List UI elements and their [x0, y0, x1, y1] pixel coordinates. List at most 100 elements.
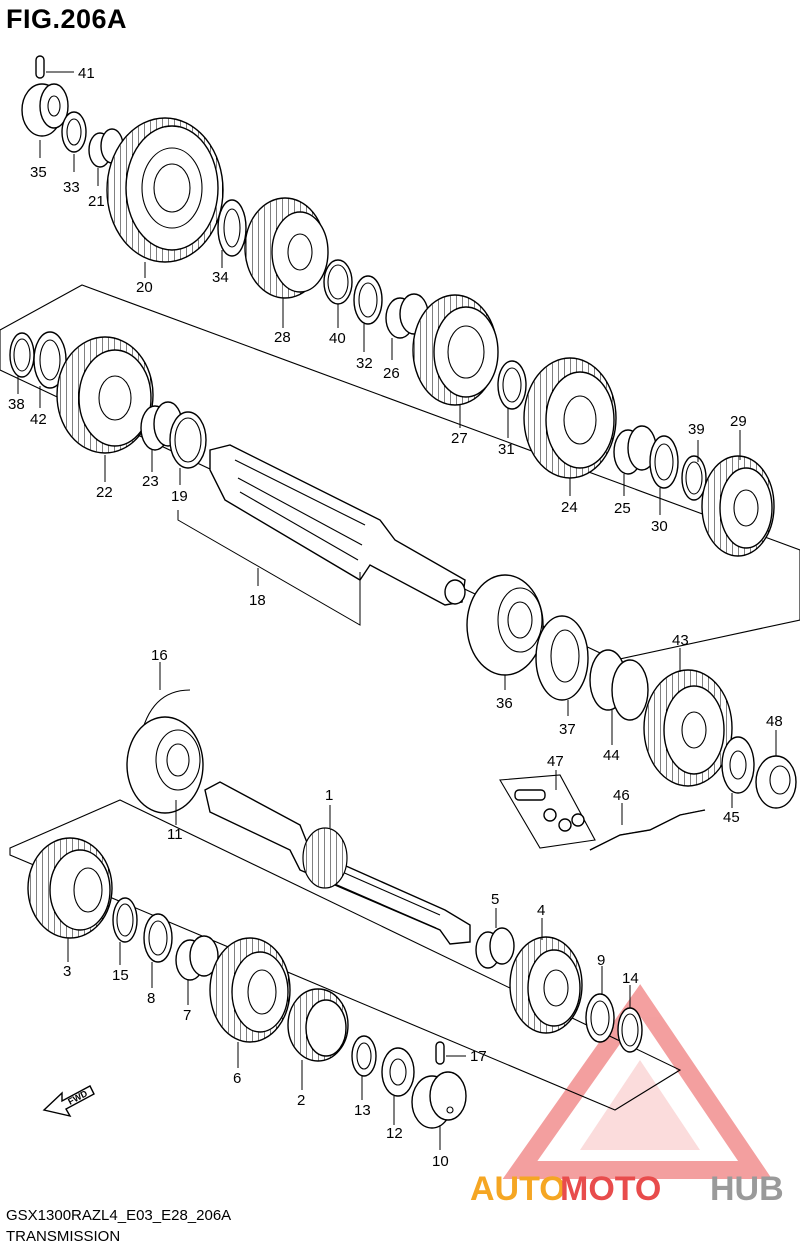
callout-20: 20: [136, 279, 153, 296]
callout-41: 41: [78, 65, 95, 82]
part-10-collar: [411, 1071, 467, 1150]
callout-2: 2: [297, 1092, 305, 1109]
callout-29: 29: [730, 413, 747, 430]
callout-13: 13: [354, 1102, 371, 1119]
part-35-collar: [21, 83, 69, 158]
callout-38: 38: [8, 396, 25, 413]
part-44-spacer: [589, 649, 649, 745]
callout-11: 11: [167, 826, 183, 843]
callout-42: 42: [30, 411, 47, 428]
callout-9: 9: [597, 952, 605, 969]
callout-30: 30: [651, 518, 668, 535]
watermark-auto: AUTO: [470, 1170, 566, 1208]
part-22-gear: [56, 336, 154, 482]
part-14-circlip: [617, 985, 643, 1053]
part-8-washer: [143, 913, 173, 988]
footer-model-code: GSX1300RAZL4_E03_E28_206A: [6, 1207, 232, 1224]
callout-36: 36: [496, 695, 513, 712]
part-5-bushing: [475, 908, 515, 969]
callout-14: 14: [622, 970, 639, 987]
callout-44: 44: [603, 747, 620, 764]
callout-16: 16: [151, 647, 168, 664]
part-45-washer: [721, 736, 755, 808]
part-18-countershaft: [177, 444, 466, 626]
part-37-seal: [535, 615, 589, 716]
part-7-bearing: [175, 935, 219, 1005]
callout-3: 3: [63, 963, 71, 980]
part-20-gear: [106, 117, 224, 278]
callout-26: 26: [383, 365, 400, 382]
callout-23: 23: [142, 473, 159, 490]
part-31-washer: [497, 360, 527, 438]
part-30-washer: [649, 435, 679, 515]
part-46-chain: [589, 803, 706, 851]
callout-45: 45: [723, 809, 740, 826]
callout-37: 37: [559, 721, 576, 738]
part-43-sprocket: [643, 648, 733, 787]
callout-28: 28: [274, 329, 291, 346]
part-6-gear: [209, 937, 291, 1068]
callout-33: 33: [63, 179, 80, 196]
callout-40: 40: [329, 330, 346, 347]
fwd-arrow-icon: FWD: [42, 1085, 95, 1118]
figure-title: FIG.206A: [6, 4, 128, 34]
callout-4: 4: [537, 902, 545, 919]
part-9-washer: [585, 966, 615, 1043]
callout-6: 6: [233, 1070, 241, 1087]
callout-19: 19: [171, 488, 188, 505]
part-13-washer: [351, 1035, 377, 1100]
callout-35: 35: [30, 164, 47, 181]
part-32-washer: [353, 275, 383, 352]
part-2-gear: [287, 988, 349, 1090]
watermark-logo: [502, 984, 772, 1179]
callout-22: 22: [96, 484, 113, 501]
part-29-gear: [701, 430, 775, 557]
callout-48: 48: [766, 713, 783, 730]
watermark-text: AUTO MOTO HUB: [470, 1170, 784, 1208]
footer-section-name: TRANSMISSION: [6, 1228, 121, 1245]
part-25-bearing: [613, 425, 657, 496]
callout-46: 46: [613, 787, 630, 804]
part-40-circlip: [323, 259, 353, 328]
callout-1: 1: [325, 787, 333, 804]
part-21-bushing: [88, 128, 124, 186]
watermark-hub: HUB: [710, 1170, 784, 1208]
callout-27: 27: [451, 430, 468, 447]
callout-15: 15: [112, 967, 129, 984]
callout-32: 32: [356, 355, 373, 372]
callout-8: 8: [147, 990, 155, 1007]
part-34-washer: [217, 199, 247, 268]
callout-17: 17: [470, 1048, 487, 1065]
callout-25: 25: [614, 500, 631, 517]
driveshaft-group-frame: [9, 799, 682, 1111]
part-47-chain-joint: [499, 770, 596, 849]
callout-47: 47: [547, 753, 564, 770]
part-3-gear: [27, 837, 113, 962]
part-19-ring: [169, 411, 207, 485]
part-17-pin: [435, 1041, 466, 1065]
callout-21: 21: [88, 193, 105, 210]
part-24-gear: [523, 357, 617, 496]
part-41-pin: [35, 55, 74, 79]
callout-39: 39: [688, 421, 705, 438]
watermark-moto: MOTO: [560, 1170, 661, 1208]
part-48-nut: [755, 730, 797, 809]
callout-31: 31: [498, 441, 515, 458]
part-1-driveshaft: [204, 781, 471, 945]
part-33-washer: [61, 111, 87, 172]
part-11-bearing: [126, 716, 204, 825]
callout-34: 34: [212, 269, 229, 286]
callout-10: 10: [432, 1153, 449, 1170]
callout-12: 12: [386, 1125, 403, 1142]
part-36-bearing: [466, 574, 544, 690]
part-27-gear: [412, 294, 499, 428]
countershaft-group-frame: [0, 284, 800, 661]
callout-labels: 41 35 33 21 20 34 28 40 32 26 27 31 24 2…: [8, 65, 783, 1170]
part-12-washer: [381, 1047, 415, 1125]
callout-24: 24: [561, 499, 578, 516]
callout-18: 18: [249, 592, 266, 609]
part-23-bushing: [140, 401, 183, 472]
callout-5: 5: [491, 891, 499, 908]
part-15-circlip: [112, 897, 138, 965]
